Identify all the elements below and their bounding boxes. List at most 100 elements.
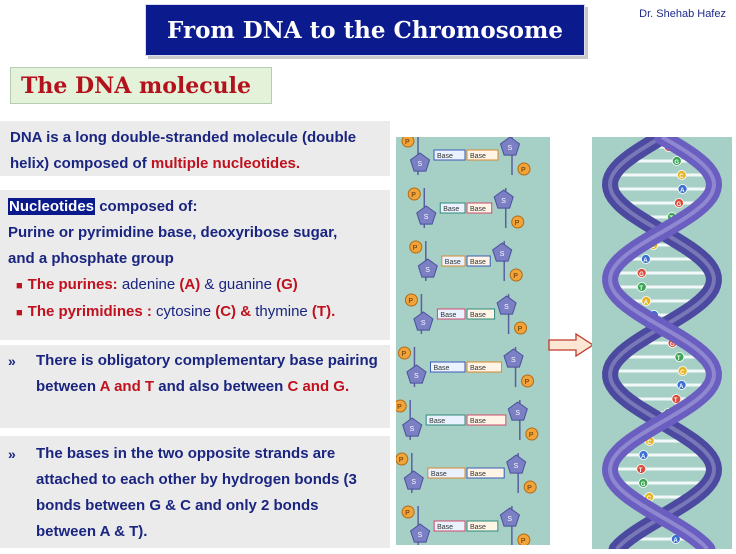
phosphate-left (404, 293, 418, 307)
pairing-panel: » There is obligatory complementary base… (0, 345, 390, 428)
base-label: Base (429, 418, 445, 425)
base-letter: T (639, 286, 643, 292)
base-dot (638, 478, 649, 488)
base-dot (641, 296, 652, 306)
sugar-label: S (424, 214, 429, 221)
base-letter: A (641, 454, 646, 460)
pyrimidines-bullet: ■The pyrimidines : cytosine (C) & thymin… (16, 303, 336, 320)
sugar-right (499, 136, 521, 156)
base-left (427, 467, 466, 479)
base-dot (677, 184, 688, 194)
sugar-label: S (514, 463, 519, 470)
base-label: Base (470, 206, 486, 213)
base-right (466, 202, 493, 214)
sugar-right (493, 189, 514, 209)
sugar-left (417, 258, 438, 278)
sugar-left (403, 470, 424, 490)
sugar-right (492, 242, 513, 262)
phosphate-right (521, 374, 535, 388)
base-dot (674, 352, 685, 362)
base-right (466, 361, 503, 373)
base-right (466, 308, 496, 320)
phosphate-label: P (515, 220, 520, 227)
base-left (436, 308, 466, 320)
sugar-left (413, 311, 434, 331)
base-left (429, 361, 466, 373)
sugar-label: S (418, 532, 423, 539)
base-left (439, 202, 466, 214)
base-letter: G (639, 272, 644, 278)
base-letter: C (647, 440, 652, 446)
sugar-right (496, 295, 517, 315)
sugar-label: S (515, 410, 520, 417)
base-left (433, 149, 466, 161)
sugar-label: S (511, 357, 516, 364)
base-label: Base (470, 365, 486, 372)
base-letter: C (679, 174, 684, 180)
base-dot (636, 464, 647, 474)
nucleotides-line2: and a phosphate group (8, 250, 174, 267)
base-label: Base (445, 259, 461, 266)
base-label: Base (431, 471, 447, 478)
phosphate-label: P (399, 457, 404, 464)
base-letter: T (639, 468, 643, 474)
base-letter: C (680, 370, 685, 376)
phosphate-label: P (413, 245, 418, 252)
base-label: Base (470, 418, 486, 425)
base-label: Base (470, 471, 486, 478)
phosphate-label: P (518, 326, 523, 333)
base-left (441, 255, 466, 267)
base-label: Base (443, 206, 459, 213)
phosphate-left (397, 346, 411, 360)
phosphate-label: P (401, 351, 406, 358)
bonds-text: The bases in the two opposite strands ar… (36, 445, 357, 540)
base-letter: A (680, 188, 685, 194)
intro-text: DNA is a long double-stranded molecule (… (10, 129, 357, 172)
phosphate-right (514, 321, 528, 335)
intro-text-red: multiple nucleotides. (150, 155, 301, 172)
base-right (466, 149, 499, 161)
phosphate-left (395, 452, 409, 466)
base-letter: G (641, 482, 646, 488)
base-left (433, 520, 466, 532)
base-dot (638, 450, 649, 460)
sugar-left (402, 417, 423, 437)
slide-title: From DNA to the Chromosome (145, 4, 585, 56)
base-label: Base (433, 365, 449, 372)
phosphate-left (401, 505, 415, 519)
phosphate-right (523, 480, 537, 494)
right-arrow-icon (548, 333, 594, 357)
base-right (466, 414, 507, 426)
bullet-square-icon: ■ (16, 280, 23, 292)
base-label: Base (470, 259, 486, 266)
base-dot (636, 282, 647, 292)
phosphate-label: P (521, 538, 526, 545)
base-dot (676, 380, 687, 390)
author-label: Dr. Shehab Hafez (639, 8, 726, 20)
base-label: Base (470, 312, 486, 319)
base-letter: A (679, 384, 684, 390)
base-dot (636, 268, 647, 278)
base-letter: G (674, 160, 679, 166)
helix-strand-back-shine (607, 135, 717, 551)
sugar-right (503, 348, 524, 368)
base-label: Base (437, 524, 453, 531)
sugar-label: S (425, 267, 430, 274)
sugar-label: S (508, 145, 513, 152)
bonds-panel: » The bases in the two opposite strands … (0, 436, 390, 548)
sugar-label: S (507, 516, 512, 523)
base-letter: T (674, 398, 678, 404)
phosphate-right (525, 427, 539, 441)
sugar-left (410, 523, 431, 543)
sugar-label: S (411, 479, 416, 486)
phosphate-label: P (405, 139, 410, 146)
base-dot (671, 394, 682, 404)
nucleotides-highlight: Nucleotides (8, 198, 96, 215)
chevron-right-icon: » (8, 446, 16, 462)
base-dot (674, 198, 684, 208)
sugar-right (506, 454, 527, 474)
